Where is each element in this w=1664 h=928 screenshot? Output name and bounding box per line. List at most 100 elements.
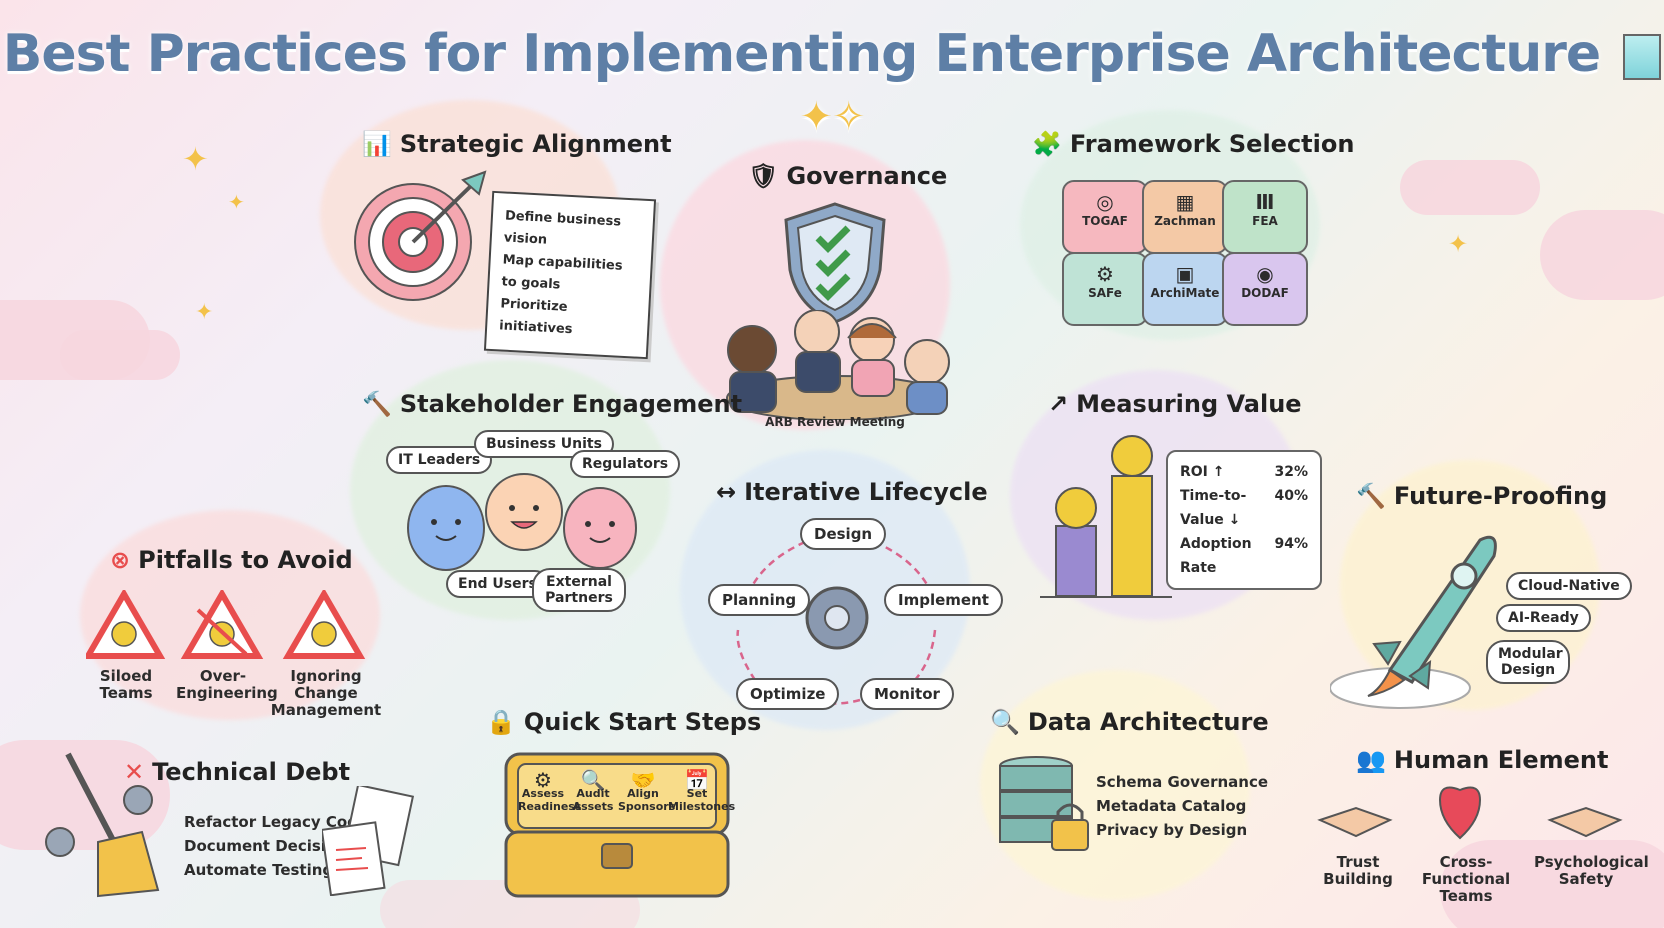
lifecycle-stage-planning: Planning <box>708 584 811 616</box>
puzzle-label: ArchiMate <box>1150 286 1220 300</box>
metric-row: Time-to-Value ↓40% <box>1180 484 1308 532</box>
bubble-end-users: End Users <box>446 570 549 598</box>
group-icon: 👥 <box>1356 746 1386 774</box>
bubble-it-leaders: IT Leaders <box>386 446 493 474</box>
grid-icon: ▦ <box>1175 190 1195 214</box>
future-proofing-title: 🔨 Future-Proofing <box>1356 482 1607 510</box>
puzzle-piece-togaf: ◎TOGAF <box>1062 180 1148 254</box>
magnifier-icon: 🔍 <box>580 768 606 792</box>
page-title: Best Practices for Implementing Enterpri… <box>0 24 1664 144</box>
quick-step-label: Align Sponsors <box>618 787 676 813</box>
chart-icon: 📊 <box>362 130 392 158</box>
target-icon: ◎ <box>1096 190 1114 214</box>
target-icon <box>354 170 487 301</box>
metric-value: 32% <box>1274 464 1308 480</box>
quick-step-align: 🤝Align Sponsors <box>618 770 675 813</box>
sparkle-icon: ✦ <box>195 300 214 325</box>
shield-small-icon: 🛡 <box>748 162 779 190</box>
quick-step-audit: 🔍Audit Assets <box>570 768 616 813</box>
gear-icon: ⚙ <box>1096 262 1114 286</box>
metric-row: ROI ↑ 32% <box>1180 460 1308 484</box>
human-element-title: 👥 Human Element <box>1356 746 1608 774</box>
puzzle-label: DODAF <box>1241 286 1289 300</box>
quick-start-title: 🔒 Quick Start Steps <box>486 708 761 736</box>
data-architecture-list: Schema Governance Metadata Catalog Priva… <box>1096 770 1268 842</box>
strategic-alignment-title: 📊 Strategic Alignment <box>362 130 672 158</box>
quick-step-label: Audit Assets <box>572 787 614 813</box>
human-element-icons <box>1317 786 1623 840</box>
stakeholder-engagement-title: 🔨 Stakeholder Engagement <box>362 390 742 418</box>
rocket-icon <box>1330 535 1497 709</box>
sparkle-icon: ✦ <box>182 140 209 178</box>
metric-label: Time-to-Value ↓ <box>1180 488 1247 528</box>
technical-debt-title-text: Technical Debt <box>152 758 351 786</box>
puzzle-label: SAFe <box>1088 286 1122 300</box>
lifecycle-stage-implement: Implement <box>884 584 1003 616</box>
metric-label: Adoption Rate <box>1180 536 1252 576</box>
bar-figures-icon <box>1040 435 1172 598</box>
meeting-people-icon <box>726 310 950 420</box>
quick-step-label: Assess Readiness <box>518 787 582 813</box>
tablet-icon <box>1623 34 1662 80</box>
double-arrow-icon: ↔ <box>716 478 737 506</box>
globe-icon: ◉ <box>1256 262 1274 286</box>
technical-debt-title: ✕ Technical Debt <box>124 758 350 786</box>
metrics-panel: ROI ↑ 32% Time-to-Value ↓40% Adoption Rat… <box>1166 450 1322 590</box>
framework-selection-title-text: Framework Selection <box>1069 130 1355 158</box>
sparkle-icon: ✦ <box>228 190 245 214</box>
strategic-alignment-note: Define business vision Map capabilities … <box>483 190 657 360</box>
metric-label: ROI ↑ <box>1180 464 1225 480</box>
technical-debt-item: Refactor Legacy Code <box>184 813 369 831</box>
hammer-icon: 🔨 <box>362 390 392 418</box>
quick-step-label: Set Milestones <box>668 787 736 813</box>
human-element-title-text: Human Element <box>1393 746 1609 774</box>
quick-step-assess: ⚙Assess Readiness <box>518 768 581 813</box>
bubble-external-partners: External Partners <box>532 568 626 612</box>
layers-icon: ▣ <box>1175 262 1195 286</box>
governance-title: 🛡 Governance <box>748 162 947 190</box>
lifecycle-stage-design: Design <box>800 518 887 550</box>
puzzle-label: Zachman <box>1154 214 1216 228</box>
technical-debt-item: Automate Testing <box>184 861 334 879</box>
human-cross-functional: Cross-Functional Teams <box>1421 853 1511 905</box>
strategic-alignment-title-text: Strategic Alignment <box>399 130 672 158</box>
data-architecture-title-text: Data Architecture <box>1027 708 1269 736</box>
iterative-lifecycle-title: ↔ Iterative Lifecycle <box>716 478 988 506</box>
lock-icon: 🔒 <box>486 708 516 736</box>
puzzle-piece-dodaf: ◉DODAF <box>1222 252 1308 326</box>
stakeholder-faces-icon <box>407 473 637 571</box>
gear-icon: ⚙ <box>534 768 552 792</box>
future-proofing-title-text: Future-Proofing <box>1393 482 1608 510</box>
x-mark-icon: ✕ <box>124 758 145 786</box>
broom-gears-icon <box>45 752 160 898</box>
note-line: Prioritize initiatives <box>498 296 573 338</box>
data-architecture-title: 🔍 Data Architecture <box>990 708 1269 736</box>
bubble-regulators: Regulators <box>570 450 681 478</box>
puzzle-piece-zachman: ▦Zachman <box>1142 180 1228 254</box>
toolbox-icon <box>504 752 730 898</box>
pitfall-over-engineering: Over-Engineering <box>176 667 278 702</box>
measuring-value-title-text: Measuring Value <box>1076 390 1302 418</box>
human-psychological-safety: Psychological Safety <box>1534 853 1649 888</box>
sparkle-icon: ✦✧ <box>799 94 865 140</box>
cloud <box>60 330 180 380</box>
warning-triangles-icon <box>86 590 366 659</box>
pitfalls-title: ⊗ Pitfalls to Avoid <box>110 546 353 574</box>
magnifier-icon: 🔍 <box>990 708 1020 736</box>
quick-start-title-text: Quick Start Steps <box>523 708 762 736</box>
technical-debt-list: Refactor Legacy Code Document Decisions … <box>184 810 368 882</box>
measuring-value-title: ↗ Measuring Value <box>1048 390 1302 418</box>
data-architecture-item: Schema Governance <box>1096 773 1269 791</box>
note-line: Define business vision <box>503 208 622 248</box>
technical-debt-item: Document Decisions <box>184 837 356 855</box>
tag-cloud-native: Cloud-Native <box>1506 572 1632 600</box>
puzzle-label: FEA <box>1252 214 1278 228</box>
data-architecture-item: Privacy by Design <box>1096 821 1248 839</box>
governance-title-text: Governance <box>786 162 948 190</box>
page-title-text: Best Practices for Implementing Enterpri… <box>2 24 1601 84</box>
sparkle-icon: ✦ <box>1448 230 1469 258</box>
tag-modular-design: Modular Design <box>1486 640 1570 684</box>
